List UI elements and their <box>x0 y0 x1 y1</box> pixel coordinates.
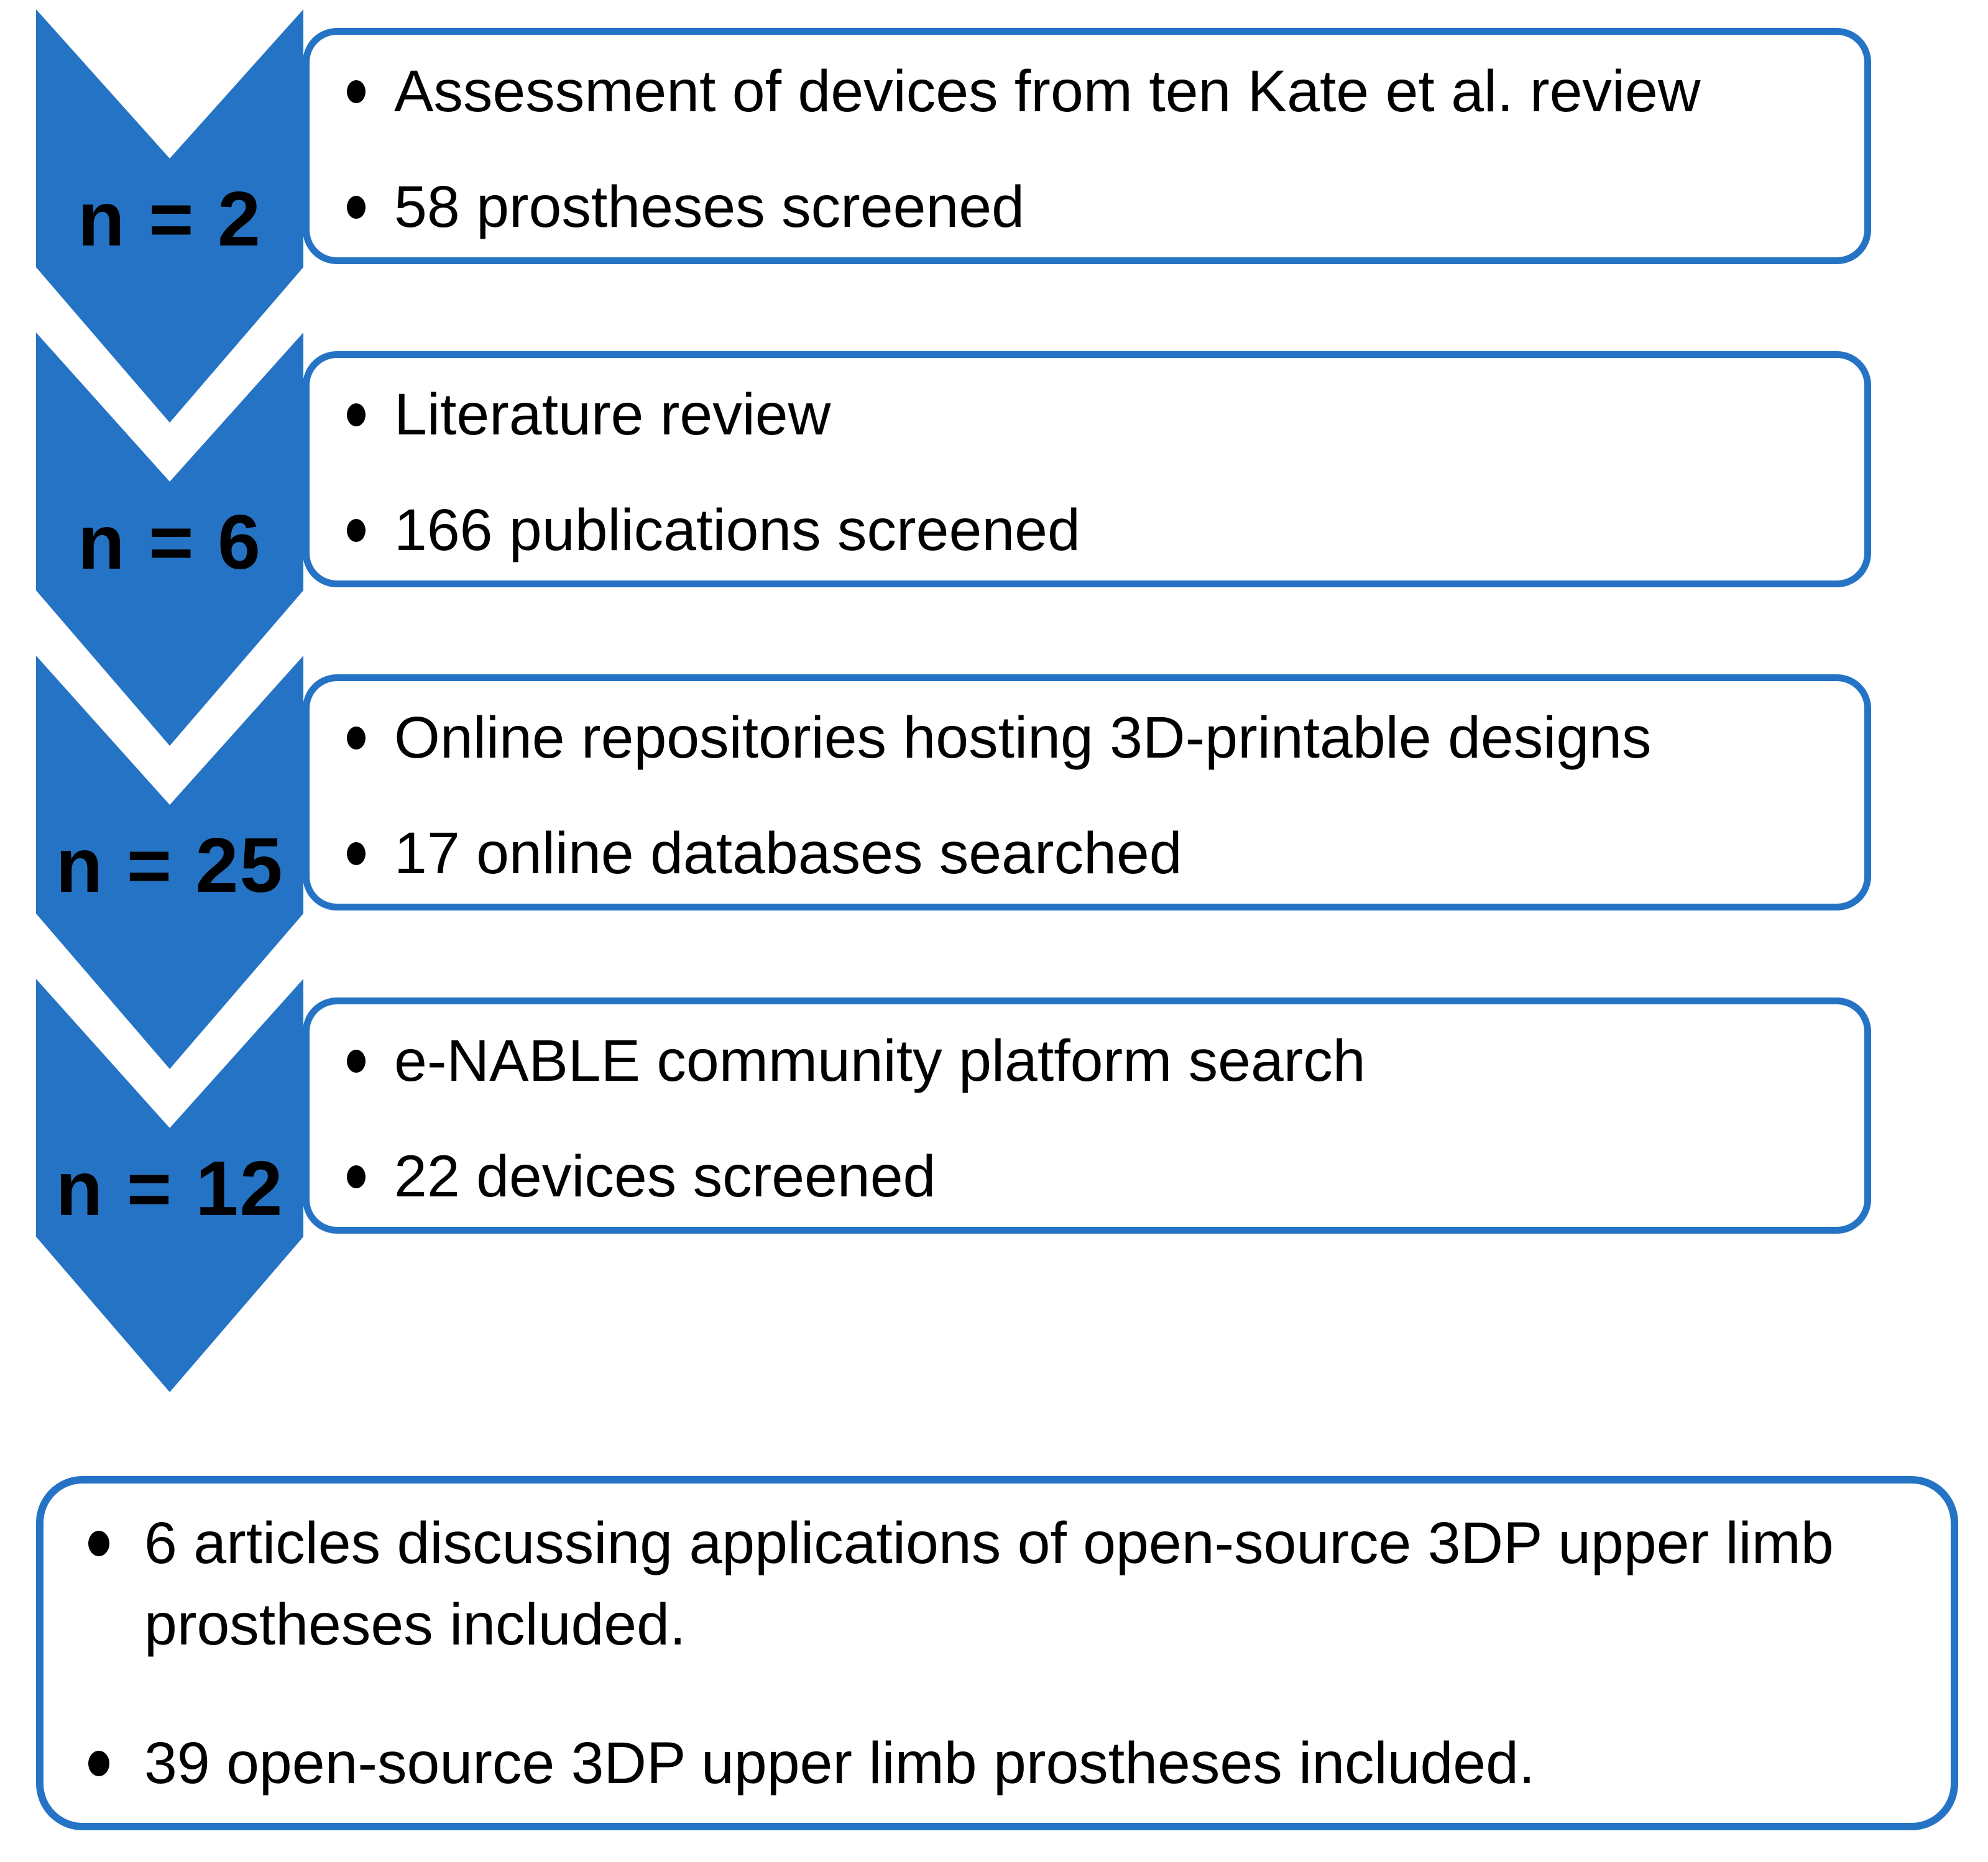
bullet-text: 39 open-source 3DP upper limb prostheses… <box>144 1730 1535 1796</box>
results-box: 6 articles discussing applications of op… <box>36 1476 1958 1830</box>
step-count-label: n = 25 <box>55 822 284 909</box>
bullet-dot <box>347 518 366 542</box>
bullet-text: 17 online databases searched <box>394 820 1182 886</box>
bullet-text: 58 prostheses screened <box>394 174 1024 240</box>
bullet-item: 6 articles discussing applications of op… <box>88 1503 1913 1666</box>
bullet-item: 17 online databases searched <box>347 810 1839 896</box>
bullet-dot <box>347 195 366 219</box>
chevron-shape <box>36 9 303 423</box>
chevron-shape <box>36 979 303 1392</box>
bullet-item: Online repositories hosting 3D-printable… <box>347 695 1839 781</box>
chevron-shape <box>36 656 303 1069</box>
bullet-text: Assessment of devices from ten Kate et a… <box>394 58 1701 124</box>
bullet-dot <box>88 1530 109 1556</box>
chevron-shape <box>36 332 303 746</box>
bullet-dot <box>347 842 366 865</box>
step-details-box: Online repositories hosting 3D-printable… <box>303 674 1871 910</box>
chevron-down-icon <box>36 332 303 746</box>
bullet-text: Online repositories hosting 3D-printable… <box>394 705 1652 771</box>
bullet-text: Literature review <box>394 382 831 447</box>
bullet-item: Assessment of devices from ten Kate et a… <box>347 48 1839 134</box>
step-count-label: n = 12 <box>55 1145 284 1232</box>
bullet-item: 58 prostheses screened <box>347 164 1839 250</box>
chevron-down-icon <box>36 656 303 1069</box>
bullet-item: 22 devices screened <box>347 1134 1839 1219</box>
bullet-item: Literature review <box>347 372 1839 457</box>
step-count-label: n = 2 <box>77 176 262 262</box>
step-details-box: Literature review 166 publications scree… <box>303 351 1871 587</box>
chevron-down-icon <box>36 9 303 423</box>
bullet-dot <box>88 1750 109 1776</box>
bullet-text: 166 publications screened <box>394 497 1080 563</box>
bullet-dot <box>347 726 366 750</box>
bullet-text: 6 articles discussing applications of op… <box>144 1510 1834 1658</box>
bullet-text: e-NABLE community platform search <box>394 1028 1366 1094</box>
bullet-item: 39 open-source 3DP upper limb prostheses… <box>88 1723 1913 1804</box>
step-details-box: Assessment of devices from ten Kate et a… <box>303 28 1871 264</box>
bullet-dot <box>347 80 366 103</box>
bullet-item: e-NABLE community platform search <box>347 1018 1839 1104</box>
bullet-dot <box>347 1049 366 1073</box>
bullet-text: 22 devices screened <box>394 1144 936 1209</box>
bullet-dot <box>347 403 366 426</box>
step-details-box: e-NABLE community platform search 22 dev… <box>303 998 1871 1234</box>
chevron-down-icon <box>36 979 303 1392</box>
bullet-item: 166 publications screened <box>347 487 1839 573</box>
step-count-label: n = 6 <box>77 499 262 585</box>
bullet-dot <box>347 1165 366 1188</box>
